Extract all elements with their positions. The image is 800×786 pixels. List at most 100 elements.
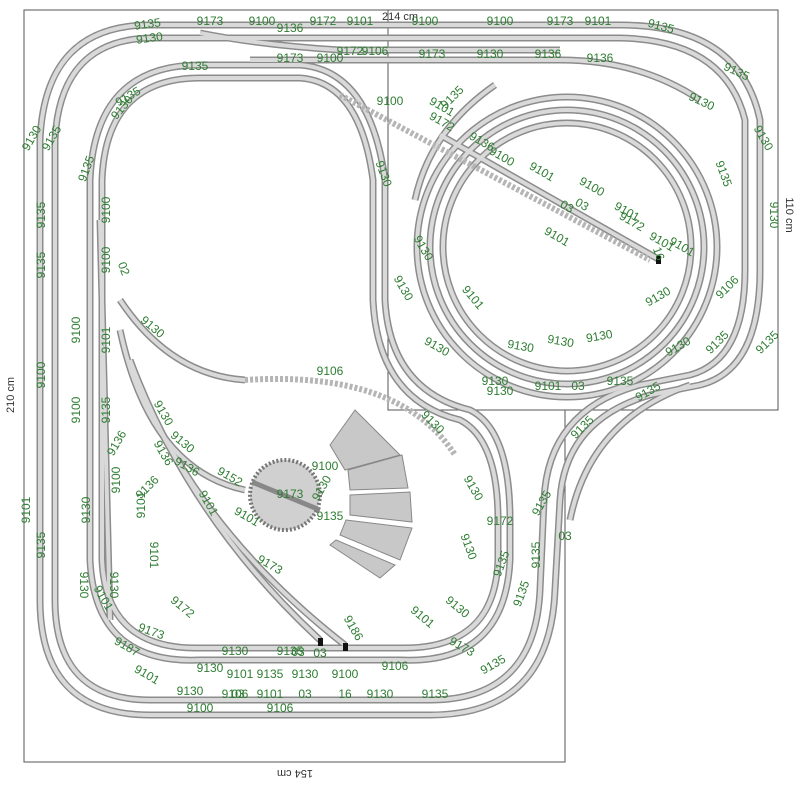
track-label: 9135 xyxy=(646,16,676,37)
track-label: 9100 xyxy=(487,14,514,28)
track-label: 9100 xyxy=(69,396,83,423)
track-label: 9130 xyxy=(367,687,394,701)
track-upper-crossover-2-bed xyxy=(199,31,560,52)
track-label: 03 xyxy=(571,379,585,393)
track-lower-connector-bed xyxy=(568,383,691,521)
track-label: 9130 xyxy=(458,532,480,562)
track-label: 9130 xyxy=(461,473,487,503)
track-label: 9100 xyxy=(317,51,344,65)
track-label: 9130 xyxy=(585,327,614,345)
track-layer xyxy=(36,21,764,719)
track-label: 9173 xyxy=(277,487,304,501)
track-label: 9172 xyxy=(168,593,198,621)
buffer-layer xyxy=(318,256,661,651)
track-label: 9130 xyxy=(687,89,717,113)
track-label: 9135 xyxy=(607,374,634,388)
track-label: 9130 xyxy=(546,332,575,350)
track-label: 9130 xyxy=(477,47,504,61)
track-label: 9100 xyxy=(377,94,404,108)
track-label-minor: 9101 xyxy=(542,224,572,250)
track-label: 9135 xyxy=(99,396,113,423)
track-label: 9100 xyxy=(34,361,48,388)
dashed-track-layer xyxy=(244,92,652,457)
track-label-minor: 16 xyxy=(650,245,668,263)
track-label: 9130 xyxy=(107,572,121,599)
track-label: 9135 xyxy=(713,159,735,189)
track-label: 9106 xyxy=(222,687,249,701)
track-label: 9101 xyxy=(347,14,374,28)
track-label: 9172 xyxy=(337,44,364,58)
track-label: 9130 xyxy=(767,202,781,229)
track-label: 9173 xyxy=(197,14,224,28)
track-label: 9106 xyxy=(362,44,389,58)
track-label: 9100 xyxy=(412,14,439,28)
track-label: 9100 xyxy=(99,246,113,273)
track-label: 9172 xyxy=(487,514,514,528)
track-label-minor: 03 xyxy=(231,687,245,701)
track-label: 9101 xyxy=(19,496,33,523)
turntable-stall-5 xyxy=(329,539,396,579)
track-label: 9101 xyxy=(147,542,161,569)
track-label: 9173 xyxy=(277,51,304,65)
track-siding-spur-2-bed xyxy=(143,399,347,647)
buffer-stop-right xyxy=(656,256,661,264)
track-label: 9101 xyxy=(527,159,557,185)
track-label: 9106 xyxy=(382,659,409,673)
track-label-minor: 02 xyxy=(115,260,133,278)
track-label: 9135 xyxy=(133,15,162,33)
dimension-top-label: 214 cm xyxy=(382,11,418,23)
track-label: 9100 xyxy=(332,667,359,681)
track-label: 9135 xyxy=(182,59,209,73)
buffer-stop-lower-2 xyxy=(343,643,348,651)
track-label: 9101 xyxy=(585,14,612,28)
track-label: 9101 xyxy=(99,326,113,353)
buffer-stop-lower-1 xyxy=(318,638,323,646)
track-label: 9136 xyxy=(535,47,562,61)
track-right-spur-bed xyxy=(439,133,661,262)
track-label: 9172 xyxy=(310,14,337,28)
track-label: 9101 xyxy=(459,283,487,313)
track-label: 9135 xyxy=(753,328,782,357)
turntable-stall-3 xyxy=(349,491,413,523)
track-inner-main-loop-bed xyxy=(88,63,512,663)
track-label: 9130 xyxy=(482,374,509,388)
track-right-curve-branch-bed xyxy=(413,83,497,201)
track-label: 9135 xyxy=(510,578,532,608)
track-label: 9135 xyxy=(34,201,48,228)
track-label: 9130 xyxy=(391,273,417,303)
track-label: 9130 xyxy=(643,284,673,310)
track-second-loop-bed xyxy=(53,36,747,702)
track-label: 9100 xyxy=(69,316,83,343)
track-label: 9135 xyxy=(529,541,543,568)
track-label: 9130 xyxy=(135,29,164,47)
track-right-circle-innermost-bed xyxy=(441,121,693,373)
track-label: 9135 xyxy=(317,509,344,523)
track-label: 9130 xyxy=(751,123,777,153)
track-label-minor: 9106 xyxy=(267,701,294,715)
dimension-bottom-label: 154 cm xyxy=(277,767,313,779)
track-label: 9130 xyxy=(487,384,514,398)
turntable-stall-4 xyxy=(339,519,413,561)
track-label: 9101 xyxy=(257,687,284,701)
track-label: 9135 xyxy=(529,488,555,518)
turntable-stall-2 xyxy=(347,454,409,491)
track-second-loop xyxy=(51,34,749,704)
track-label: 9101 xyxy=(408,603,438,631)
track-label: 9135 xyxy=(34,251,48,278)
track-right-circle-inner-bed xyxy=(428,108,706,386)
track-label: 9173 xyxy=(547,14,574,28)
track-dashed-right-spur xyxy=(338,92,652,263)
track-label: 03 xyxy=(313,646,327,660)
track-label: 03 xyxy=(558,529,572,543)
track-label: 9172 xyxy=(617,209,647,235)
track-outer-loop-bed xyxy=(38,23,762,717)
board-inner-divider xyxy=(387,10,565,411)
track-label: 9101 xyxy=(132,662,162,688)
track-label: 9136 xyxy=(587,51,614,65)
track-label: 9130 xyxy=(506,337,535,355)
track-label: 9135 xyxy=(34,531,48,558)
track-label: 9135 xyxy=(422,687,449,701)
track-label: 9101 xyxy=(134,491,148,518)
track-label: 9130 xyxy=(222,644,249,658)
dimension-right-label: 110 cm xyxy=(783,197,795,232)
